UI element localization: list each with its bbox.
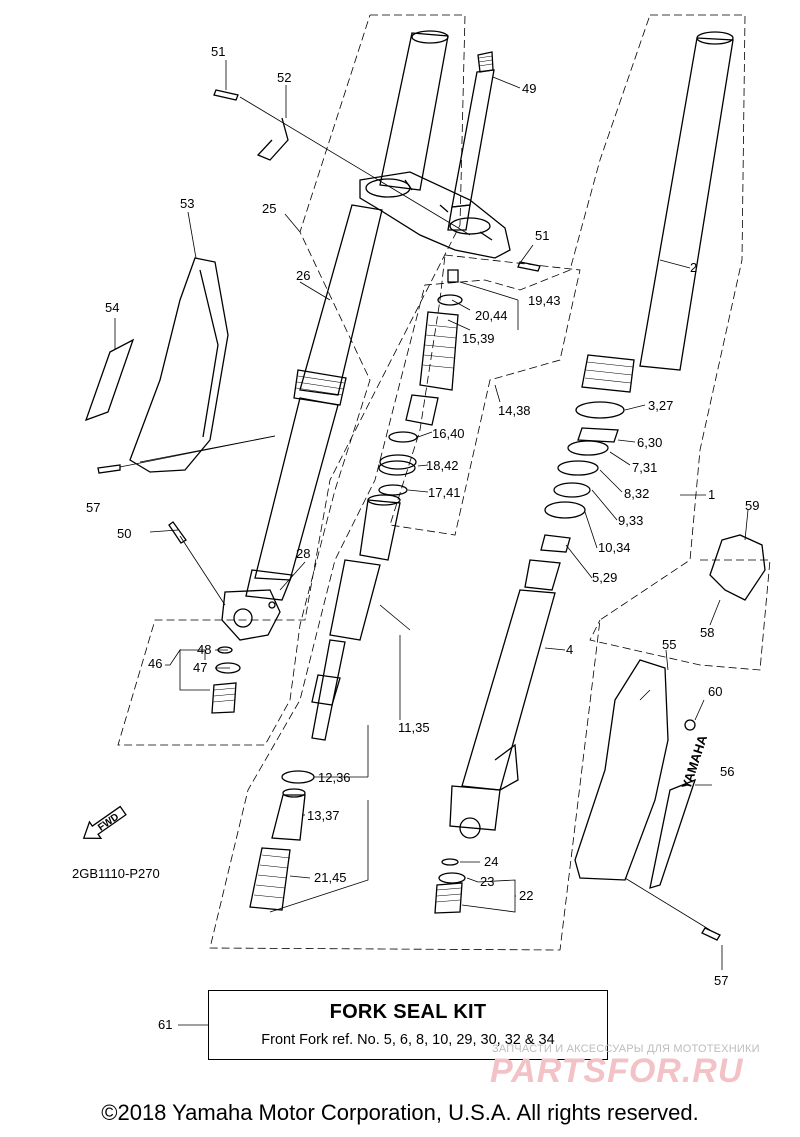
right-seals-3-10 (544, 401, 625, 519)
label-11-35: 11,35 (398, 720, 430, 735)
bolt-51-right (517, 261, 541, 272)
label-48: 48 (197, 642, 211, 657)
part-labels: 51 52 49 53 25 51 26 2 19,43 54 20,44 15… (72, 44, 759, 1032)
screw-60 (684, 719, 696, 731)
axle-holder-46 (211, 646, 241, 714)
bolt-50 (168, 521, 187, 544)
label-21-45: 21,45 (314, 870, 347, 885)
bracket-52 (256, 117, 289, 161)
label-61: 61 (158, 1017, 172, 1032)
watermark-small: ЗАПЧАСТИ И АКСЕССУАРЫ ДЛЯ МОТОТЕХНИКИ (492, 1043, 760, 1055)
damper-cap-15 (405, 269, 463, 426)
damper-rod-11 (311, 494, 401, 741)
kit-subtitle: Front Fork ref. No. 5, 6, 8, 10, 29, 30,… (261, 1032, 555, 1048)
label-55: 55 (662, 637, 676, 652)
label-12-36: 12,36 (318, 770, 351, 785)
label-25: 25 (262, 201, 276, 216)
decal-yamaha-text: YAMAHA (679, 733, 711, 791)
assembly-outline-left-25 (117, 14, 466, 746)
label-18-42: 18,42 (426, 458, 459, 473)
label-50: 50 (117, 526, 131, 541)
copyright-notice: ©2018 Yamaha Motor Corporation, U.S.A. A… (101, 1100, 699, 1125)
right-inner-tube-4 (449, 589, 556, 839)
left-axle-bracket-28 (221, 589, 281, 641)
guard-outline-58 (589, 559, 771, 671)
diagram-code: 2GB1110-P270 (72, 866, 160, 881)
label-8-32: 8,32 (624, 486, 649, 501)
label-2: 2 (690, 260, 697, 275)
bolt-51-upper (213, 89, 239, 101)
label-1: 1 (708, 487, 715, 502)
label-56: 56 (720, 764, 734, 779)
spring-21 (249, 847, 291, 911)
left-fork-guard-53 (129, 257, 229, 473)
left-outer-tube-26 (293, 30, 449, 406)
label-51b: 51 (535, 228, 549, 243)
label-51a: 51 (211, 44, 225, 59)
label-52: 52 (277, 70, 291, 85)
label-57b: 57 (714, 973, 728, 988)
label-16-40: 16,40 (432, 426, 465, 441)
decal-54 (84, 338, 135, 422)
label-20-44: 20,44 (475, 308, 508, 323)
label-26: 26 (296, 268, 310, 283)
fork-seal-kit-box: FORK SEAL KIT Front Fork ref. No. 5, 6, … (208, 990, 608, 1060)
assembly-outline-right-1 (209, 14, 746, 951)
label-53: 53 (180, 196, 194, 211)
bolt-57-right (701, 927, 721, 941)
leader-lines (114, 60, 749, 1026)
label-9-33: 9,33 (618, 513, 643, 528)
axle-holder-22 (434, 858, 466, 914)
label-15-39: 15,39 (462, 331, 495, 346)
assembly-outline-inner-26 (389, 254, 581, 536)
label-4: 4 (566, 642, 573, 657)
left-inner-tube (245, 397, 339, 601)
fwd-arrow-icon: FWD (82, 805, 127, 840)
label-60: 60 (708, 684, 722, 699)
label-59: 59 (745, 498, 759, 513)
o-ring-12 (281, 770, 315, 784)
label-10-34: 10,34 (598, 540, 631, 555)
label-28: 28 (296, 546, 310, 561)
label-19-43: 19,43 (528, 293, 561, 308)
label-47: 47 (193, 660, 207, 675)
collar-13 (271, 788, 306, 841)
damper-seals-16-18 (378, 431, 418, 496)
label-49: 49 (522, 81, 536, 96)
label-57a: 57 (86, 500, 100, 515)
steering-stem-49 (447, 51, 495, 231)
label-17-41: 17,41 (428, 485, 461, 500)
guard-59 (709, 534, 766, 601)
label-23: 23 (480, 874, 494, 889)
label-58: 58 (700, 625, 714, 640)
label-13-37: 13,37 (307, 808, 340, 823)
label-22: 22 (519, 888, 533, 903)
watermark-logo: PARTSFOR.RU (490, 1052, 744, 1090)
label-5-29: 5,29 (592, 570, 617, 585)
label-6-30: 6,30 (637, 435, 662, 450)
label-7-31: 7,31 (632, 460, 657, 475)
right-fork-guard-55 (574, 659, 669, 881)
decal-56: YAMAHA (649, 733, 711, 889)
label-54: 54 (105, 300, 119, 315)
bushing-5 (524, 534, 571, 591)
label-46: 46 (148, 656, 162, 671)
label-3-27: 3,27 (648, 398, 673, 413)
right-outer-tube-2 (581, 31, 734, 393)
kit-title: FORK SEAL KIT (329, 1001, 487, 1023)
bolt-57-left (97, 464, 121, 474)
label-24: 24 (484, 854, 498, 869)
label-14-38: 14,38 (498, 403, 531, 418)
